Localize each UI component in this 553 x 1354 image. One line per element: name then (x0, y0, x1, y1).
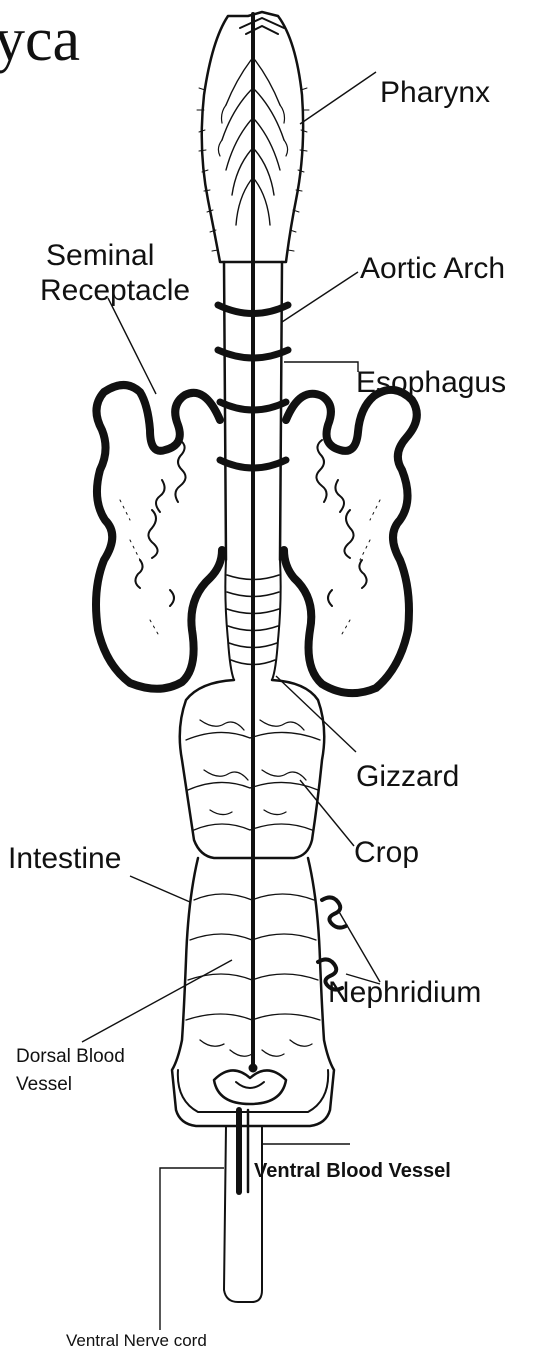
label-esophagus: Esophagus (356, 366, 506, 399)
label-ventral-blood-vessel: Ventral Blood Vessel (254, 1160, 451, 1182)
label-dorsal-blood-vessel-line2: Vessel (16, 1074, 72, 1095)
label-dorsal-blood-vessel-line1: Dorsal Blood (16, 1046, 125, 1067)
labels: Pharynx Seminal Receptacle Aortic Arch E… (8, 76, 506, 1350)
worm-body (96, 12, 417, 1302)
seminal-receptacle-left (96, 385, 222, 689)
label-aortic-arch: Aortic Arch (360, 252, 505, 285)
label-nephridium: Nephridium (328, 976, 481, 1009)
tail-shape (224, 1126, 262, 1302)
slide-title-fragment: yca (0, 6, 80, 74)
label-seminal-receptacle-line2: Receptacle (40, 274, 190, 307)
label-ventral-nerve-cord: Ventral Nerve cord (66, 1331, 207, 1350)
label-gizzard: Gizzard (356, 760, 459, 793)
label-pharynx: Pharynx (380, 76, 490, 109)
label-crop: Crop (354, 836, 419, 869)
label-seminal-receptacle-line1: Seminal (46, 239, 154, 272)
label-intestine: Intestine (8, 842, 121, 875)
